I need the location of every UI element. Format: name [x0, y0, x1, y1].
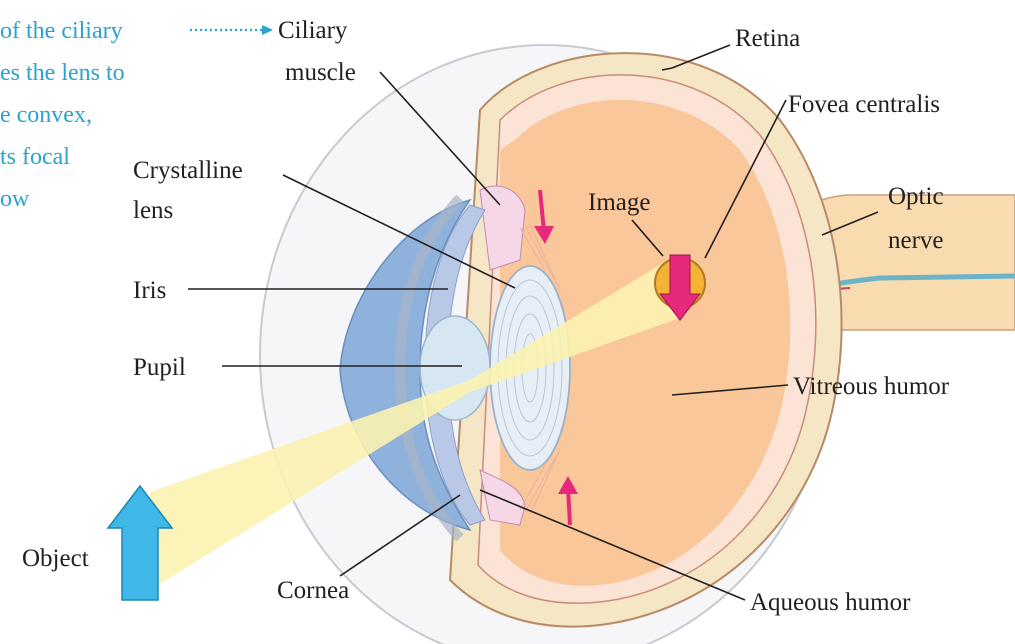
- caption-line-3: e convex,: [0, 102, 92, 128]
- label-object: Object: [22, 545, 89, 572]
- label-image: Image: [588, 189, 650, 216]
- label-vitreous-humor: Vitreous humor: [793, 373, 950, 400]
- caption-line-5: ow: [0, 186, 30, 212]
- label-crystalline-lens-line2: lens: [133, 197, 173, 224]
- label-ciliary-muscle-line2: muscle: [285, 59, 356, 86]
- label-optic-nerve-line2: nerve: [888, 227, 944, 254]
- label-aqueous-humor: Aqueous humor: [750, 589, 911, 616]
- label-pupil: Pupil: [133, 354, 186, 381]
- label-cornea: Cornea: [277, 577, 349, 604]
- caption-line-1: of the ciliary: [0, 18, 123, 44]
- label-fovea-centralis: Fovea centralis: [788, 91, 940, 118]
- caption-line-2: es the lens to: [0, 60, 125, 86]
- caption-line-4: ts focal: [0, 144, 70, 170]
- label-crystalline-lens-line1: Crystalline: [133, 157, 243, 184]
- label-optic-nerve-line1: Optic: [888, 183, 944, 210]
- caption-dotted-arrow-icon: [190, 25, 273, 35]
- label-iris: Iris: [133, 277, 166, 304]
- label-ciliary-muscle-line1: Ciliary: [278, 17, 348, 44]
- label-retina: Retina: [735, 25, 800, 52]
